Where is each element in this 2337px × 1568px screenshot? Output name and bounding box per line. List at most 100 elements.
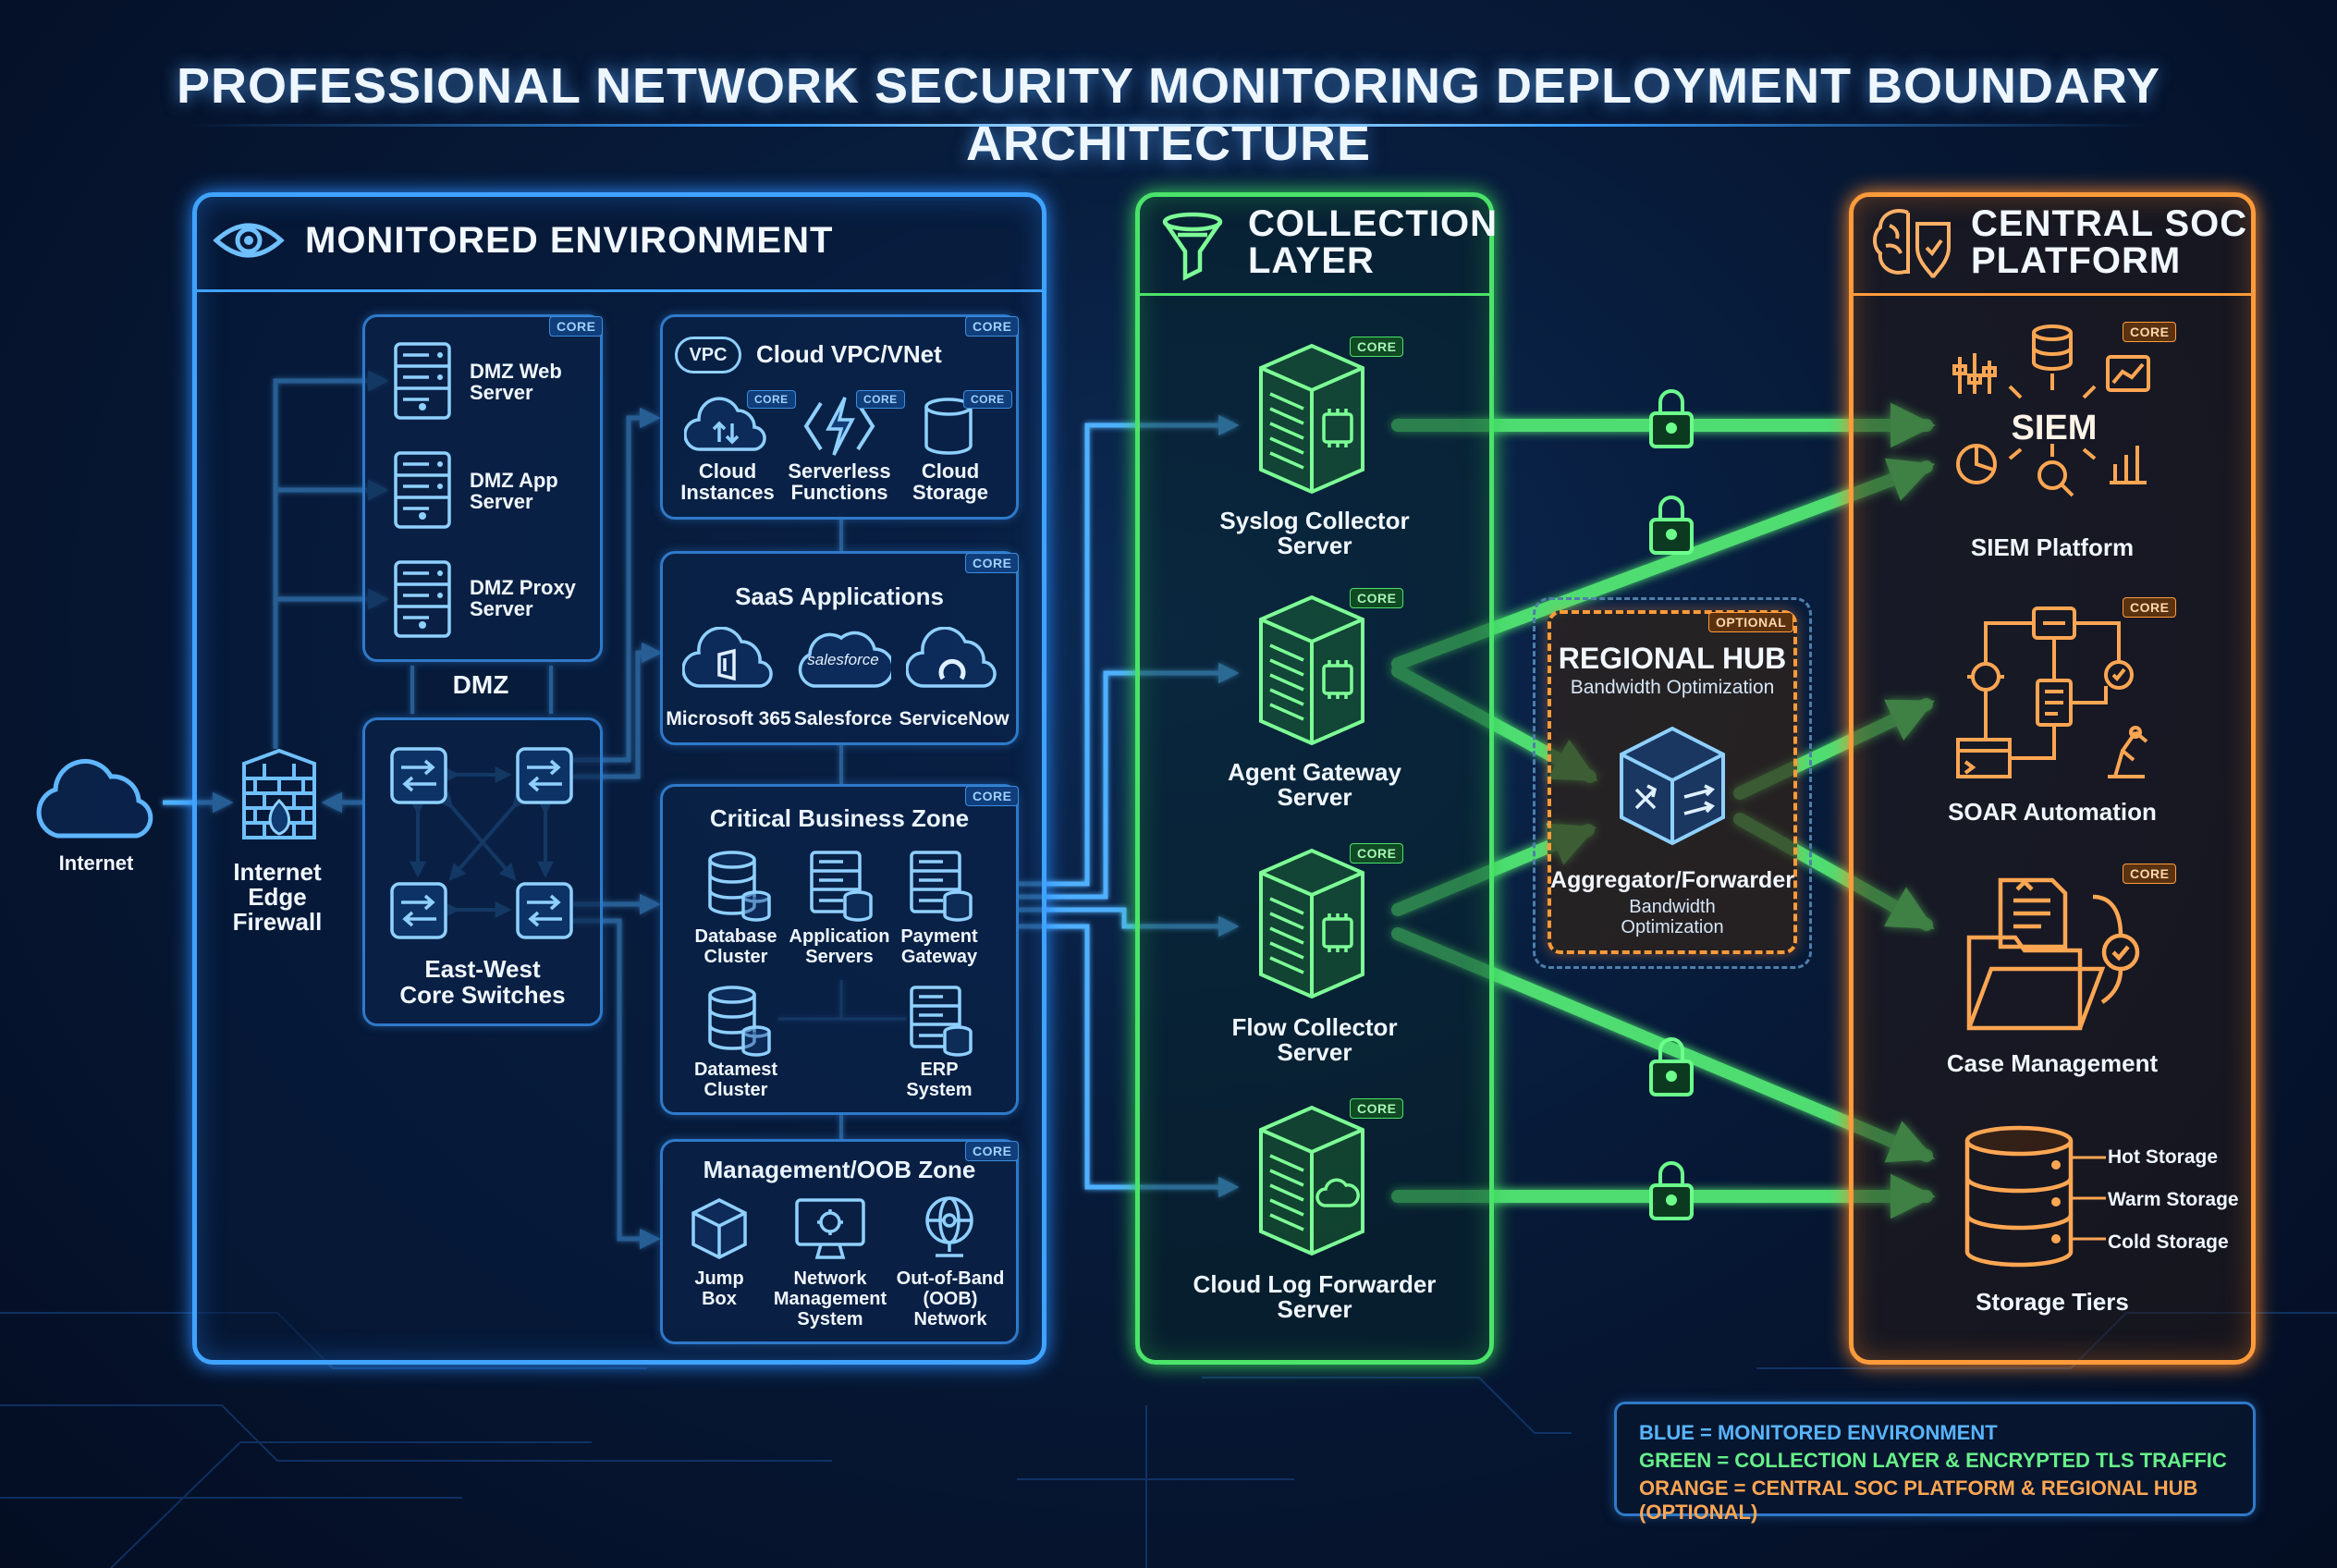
eye-icon <box>213 223 285 258</box>
legend-blue: BLUE = MONITORED ENVIRONMENT <box>1639 1421 1998 1444</box>
dmz-proxy-label: DMZ Proxy Server <box>470 576 576 620</box>
cloud-icon <box>36 758 153 839</box>
salesforce-label: Salesforce <box>793 708 893 729</box>
core-badge: CORE <box>1350 843 1404 864</box>
application-servers-label: Application Servers <box>789 926 890 967</box>
storage-tiers-label: Storage Tiers <box>1976 1288 2129 1316</box>
serverless-icon <box>803 397 875 456</box>
datamest-cluster-label: Datamest Cluster <box>693 1060 778 1100</box>
soar-automation-label: SOAR Automation <box>1948 798 2157 826</box>
core-switches-label: East-West Core Switches <box>399 955 566 1009</box>
lock-icon <box>1649 389 1694 448</box>
flow-collector-icon <box>1259 848 1364 999</box>
microsoft-365-label: Microsoft 365 <box>666 708 791 729</box>
cloud-instances-icon <box>684 397 766 451</box>
storage-tiers-icon <box>1964 1125 2106 1268</box>
syslog-collector-icon <box>1259 343 1364 495</box>
network-management-label: Network Management System <box>773 1268 887 1329</box>
flow-collector-label: Flow Collector Server <box>1231 1013 1398 1066</box>
critical-business-panel <box>660 784 1019 1115</box>
legend-orange: ORANGE = CENTRAL SOC PLATFORM & REGIONAL… <box>1639 1476 2198 1524</box>
payment-gateway-icon <box>910 851 973 922</box>
monitored-environment-title: MONITORED ENVIRONMENT <box>305 220 834 261</box>
title-underline <box>185 124 2152 127</box>
regional-hub-subtitle: Bandwidth Optimization <box>1570 677 1775 698</box>
lock-icons <box>1649 389 1694 1220</box>
lock-icon <box>1649 496 1694 555</box>
core-badge: CORE <box>1350 337 1404 357</box>
dmz-web-label: DMZ Web Server <box>470 360 562 404</box>
jump-box-label: Jump Box <box>694 1268 744 1309</box>
core-badge: CORE <box>2123 597 2177 618</box>
core-badge: CORE <box>2123 322 2177 342</box>
core-badge: CORE <box>963 390 1012 409</box>
siem-cluster-icon <box>1952 325 2150 497</box>
syslog-collector-label: Syslog Collector Server <box>1219 507 1410 559</box>
dmz-label: DMZ <box>452 670 509 699</box>
regional-hub-title: REGIONAL HUB <box>1558 642 1787 675</box>
serverless-label: Serverless Functions <box>788 459 891 504</box>
network-management-icon <box>795 1198 865 1259</box>
database-icon <box>708 851 771 922</box>
vpc-tag-text: VPC <box>689 345 728 365</box>
saas-title: SaaS Applications <box>735 582 944 610</box>
salesforce-icon <box>798 631 891 688</box>
aggregator-sublabel: Bandwidth Optimization <box>1621 897 1724 937</box>
core-badge: CORE <box>747 390 796 409</box>
core-badge: CORE <box>965 1141 1020 1161</box>
servicenow-label: ServiceNow <box>899 708 1009 729</box>
switch-icon <box>516 882 573 939</box>
server-rack-icon <box>394 560 451 638</box>
salesforce-logo-text: salesforce <box>807 651 879 668</box>
core-badge: CORE <box>2123 864 2177 884</box>
agent-gateway-icon <box>1259 594 1364 746</box>
payment-gateway-label: Payment Gateway <box>900 926 978 967</box>
firewall-icon <box>242 748 316 839</box>
application-servers-icon <box>810 851 873 922</box>
firewall-label: Internet Edge Firewall <box>232 858 323 936</box>
server-rack-icon <box>394 451 451 529</box>
core-badge: CORE <box>1350 1098 1404 1119</box>
switch-icon <box>390 747 447 804</box>
core-badge: CORE <box>965 316 1020 337</box>
funnel-icon <box>1162 212 1223 281</box>
collection-layer-title: COLLECTION LAYER <box>1248 203 1498 281</box>
cloud-log-forwarder-icon <box>1259 1105 1364 1256</box>
central-soc-title: CENTRAL SOC PLATFORM <box>1971 203 2248 281</box>
database-icon <box>708 986 771 1057</box>
dmz-panel <box>362 314 603 662</box>
core-badge: CORE <box>965 553 1020 573</box>
siem-center-label: SIEM <box>2011 409 2098 447</box>
servicenow-icon <box>906 627 997 688</box>
dmz-app-label: DMZ App Server <box>470 469 558 513</box>
core-badge: CORE <box>856 390 905 409</box>
core-badge: CORE <box>549 316 604 337</box>
siem-platform-label: SIEM Platform <box>1970 533 2135 561</box>
hot-storage-label: Hot Storage <box>2108 1146 2219 1168</box>
switch-icon <box>390 882 447 939</box>
vpc-tag: VPC <box>675 337 741 374</box>
warm-storage-label: Warm Storage <box>2108 1189 2239 1210</box>
oob-network-label: Out-of-Band (OOB) Network <box>896 1268 1005 1329</box>
legend: BLUE = MONITORED ENVIRONMENT GREEN = COL… <box>1614 1402 2256 1524</box>
aggregator-cube-icon <box>1620 726 1725 846</box>
erp-system-label: ERP System <box>906 1060 973 1100</box>
regional-hub-outline <box>1533 597 1812 969</box>
core-badge: CORE <box>965 786 1020 806</box>
brain-shield-icon <box>1873 209 1951 278</box>
jump-box-icon <box>691 1198 747 1259</box>
cold-storage-label: Cold Storage <box>2108 1231 2229 1253</box>
case-management-label: Case Management <box>1946 1049 2159 1077</box>
soar-automation-icon <box>1956 606 2148 778</box>
core-badge: CORE <box>1350 588 1404 608</box>
microsoft-365-icon <box>682 627 773 688</box>
management-oob-title: Management/OOB Zone <box>703 1156 976 1183</box>
switch-icon <box>516 747 573 804</box>
agent-gateway-label: Agent Gateway Server <box>1228 758 1401 811</box>
cloud-storage-label: Cloud Storage <box>912 459 988 504</box>
database-cluster-label: Database Cluster <box>694 926 777 967</box>
oob-network-icon <box>925 1196 973 1257</box>
lock-icon <box>1649 1161 1694 1220</box>
critical-business-title: Critical Business Zone <box>709 804 970 832</box>
